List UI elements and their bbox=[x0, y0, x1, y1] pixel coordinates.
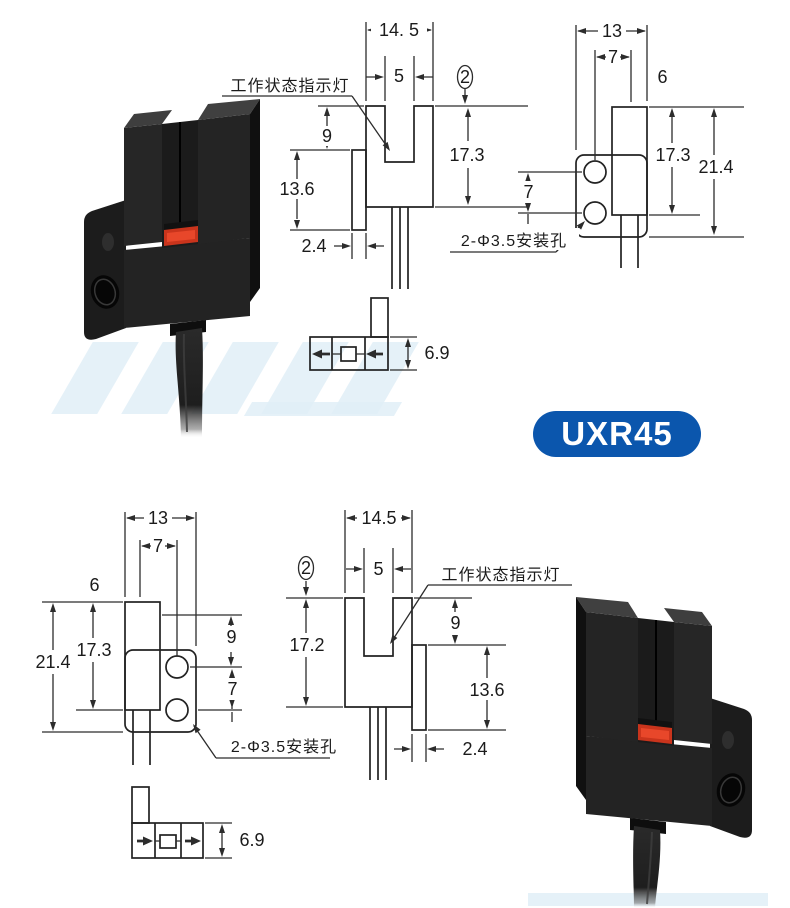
dim-overall-height: 21.4 bbox=[29, 652, 77, 672]
dim-height: 17.3 bbox=[443, 145, 491, 165]
sensor-photo-top bbox=[84, 99, 260, 438]
dim-ear-thickness: 2.4 bbox=[456, 739, 494, 759]
callout-mounting-holes: 2-Φ3.5安装孔 bbox=[219, 734, 349, 756]
model-badge: UXR45 bbox=[533, 411, 701, 457]
dim-inner-offset: 7 bbox=[606, 46, 620, 67]
dim-hole-to-top: 9 bbox=[224, 626, 239, 648]
callout-indicator-light: 工作状态指示灯 bbox=[221, 73, 359, 95]
side-view-bottom bbox=[42, 512, 330, 765]
dim-slot-width: 5 bbox=[391, 66, 407, 87]
dim-overall-depth: 13 bbox=[144, 508, 172, 528]
dim-optical-axis: 2 bbox=[459, 66, 470, 87]
dim-thickness: 6.9 bbox=[419, 342, 455, 364]
dim-height: 17.2 bbox=[284, 635, 330, 655]
bottom-view-top bbox=[309, 297, 417, 371]
sensor-photo-bottom bbox=[576, 597, 752, 908]
model-badge-label: UXR45 bbox=[561, 415, 673, 452]
dim-inner-offset: 7 bbox=[151, 535, 165, 556]
dim-ear-height: 13.6 bbox=[275, 179, 319, 199]
dim-overall-width: 14.5 bbox=[357, 508, 401, 528]
dim-ear-height: 13.6 bbox=[465, 680, 509, 700]
dim-ear-thickness: 2.4 bbox=[296, 236, 332, 256]
front-view-top bbox=[222, 22, 528, 289]
dim-body-height: 17.3 bbox=[71, 640, 117, 660]
dim-overall-height: 21.4 bbox=[692, 157, 740, 177]
mounting-ear bbox=[710, 698, 752, 838]
dim-hole-pitch: 7 bbox=[521, 181, 536, 203]
dim-overall-depth: 13 bbox=[598, 21, 626, 41]
cable bbox=[175, 328, 203, 438]
dim-body-height: 17.3 bbox=[650, 145, 696, 165]
dim-thickness: 6.9 bbox=[234, 829, 270, 851]
bottom-view-bottom bbox=[131, 786, 232, 859]
dim-body-depth: 6 bbox=[86, 574, 103, 596]
callout-indicator-light: 工作状态指示灯 bbox=[431, 562, 571, 584]
dim-overall-width: 14. 5 bbox=[371, 20, 427, 41]
callout-mounting-holes: 2-Φ3.5安装孔 bbox=[449, 228, 579, 250]
dim-slot-depth: 9 bbox=[320, 125, 334, 146]
side-view-top bbox=[450, 25, 744, 268]
mounting-ear bbox=[84, 200, 126, 340]
cable bbox=[633, 826, 661, 908]
dim-slot-width: 5 bbox=[371, 558, 386, 580]
dim-slot-depth: 9 bbox=[448, 612, 463, 634]
dim-optical-axis: 2 bbox=[300, 557, 311, 578]
dim-body-depth: 6 bbox=[654, 66, 671, 88]
dim-hole-pitch: 7 bbox=[225, 678, 240, 700]
